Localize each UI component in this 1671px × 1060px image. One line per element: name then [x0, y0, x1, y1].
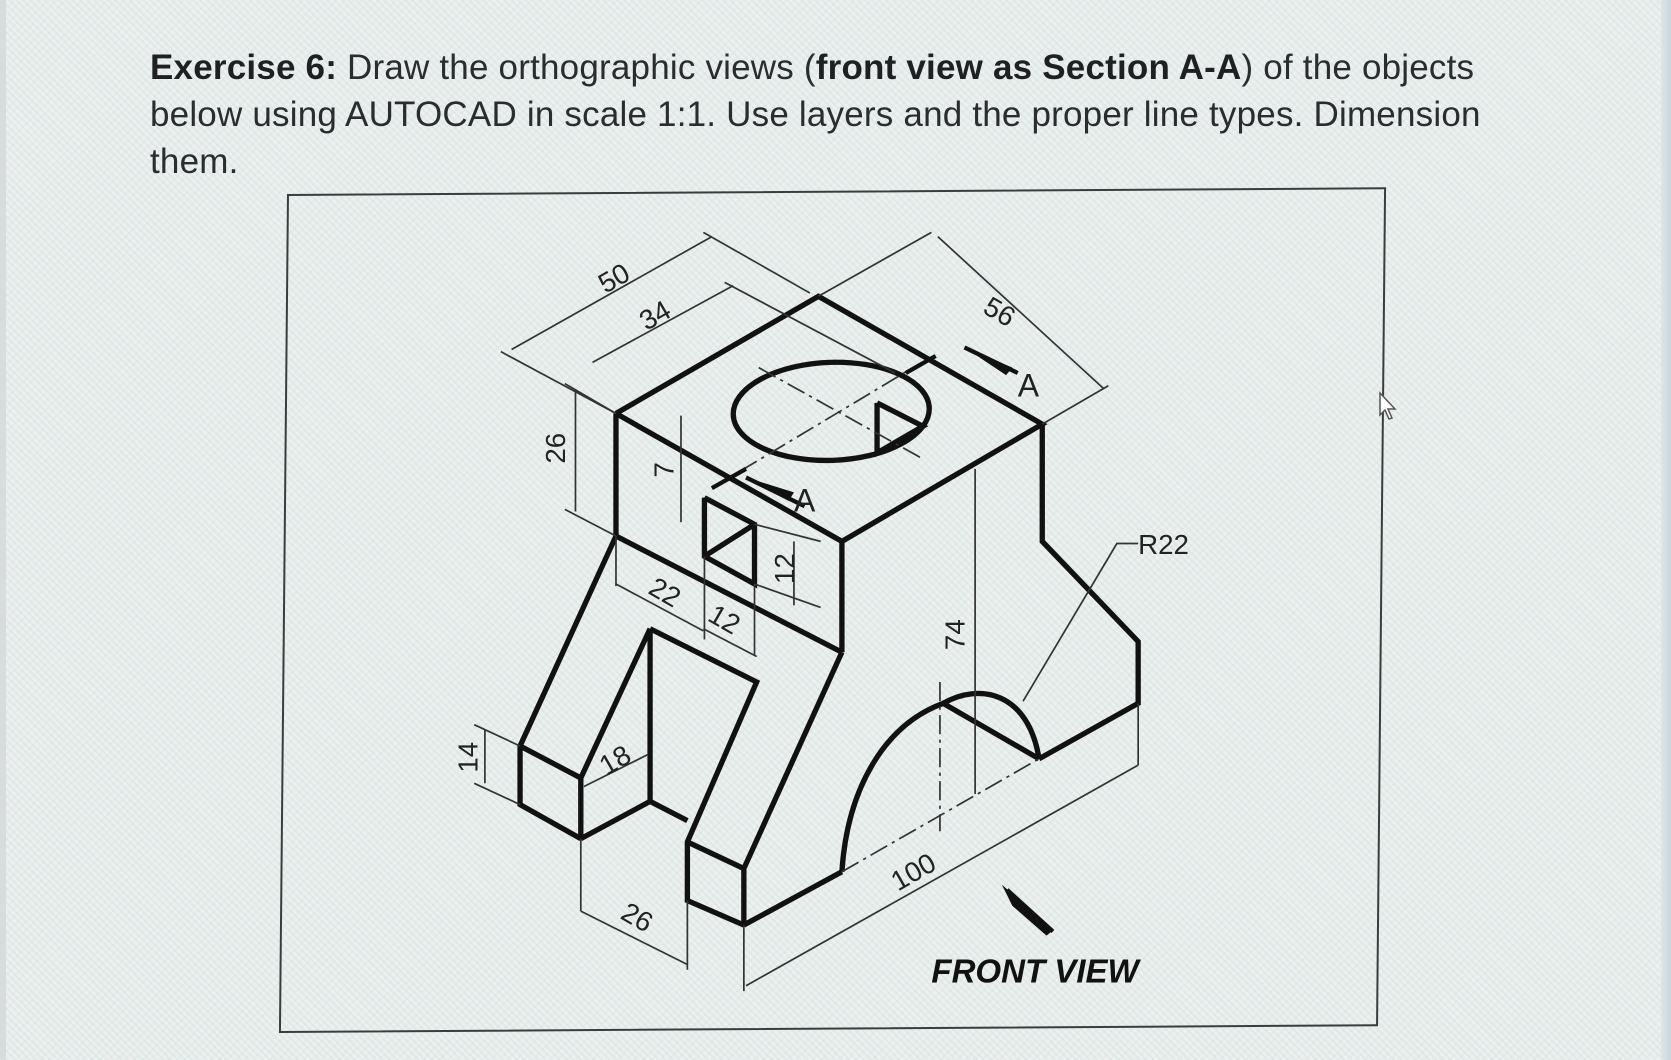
section-label-a-bottom: A [794, 483, 816, 519]
dim-34: 34 [634, 294, 676, 336]
arrowheads [745, 347, 1053, 936]
instruction-text-2: ) of the objects below using AUTOCAD in … [150, 48, 1481, 181]
front-view-label: FRONT VIEW [931, 953, 1141, 990]
view-arrow [745, 345, 1055, 934]
dim-18: 18 [594, 739, 636, 781]
monitor-bezel-left [0, 0, 6, 1060]
exercise-label: Exercise 6: [150, 48, 338, 87]
dim-22: 22 [644, 571, 686, 613]
dim-14: 14 [452, 742, 483, 773]
dim-r22: R22 [1138, 529, 1189, 560]
dim-50: 50 [593, 257, 635, 299]
dim-7: 7 [649, 462, 680, 477]
dim-74: 74 [939, 619, 970, 650]
object-outline [517, 293, 1141, 928]
instruction-bold: front view as Section A-A [815, 48, 1242, 87]
dim-56: 56 [979, 290, 1021, 332]
dim-26-height: 26 [540, 433, 571, 464]
dimension-lines [473, 231, 1140, 992]
mouse-cursor-icon [1379, 391, 1397, 420]
dim-100: 100 [886, 847, 942, 897]
dim-12-vertical: 12 [769, 553, 800, 584]
instruction-text-1: Draw the orthographic views ( [337, 48, 816, 87]
dimension-labels: 50 34 56 26 7 12 22 12 74 R22 14 18 26 1… [452, 257, 1189, 990]
section-label-a-top: A [1018, 367, 1040, 403]
exercise-instructions: Exercise 6: Draw the orthographic views … [150, 44, 1510, 185]
monitor-bezel-right [1661, 0, 1671, 1060]
dim-12-horizontal: 12 [703, 598, 745, 640]
